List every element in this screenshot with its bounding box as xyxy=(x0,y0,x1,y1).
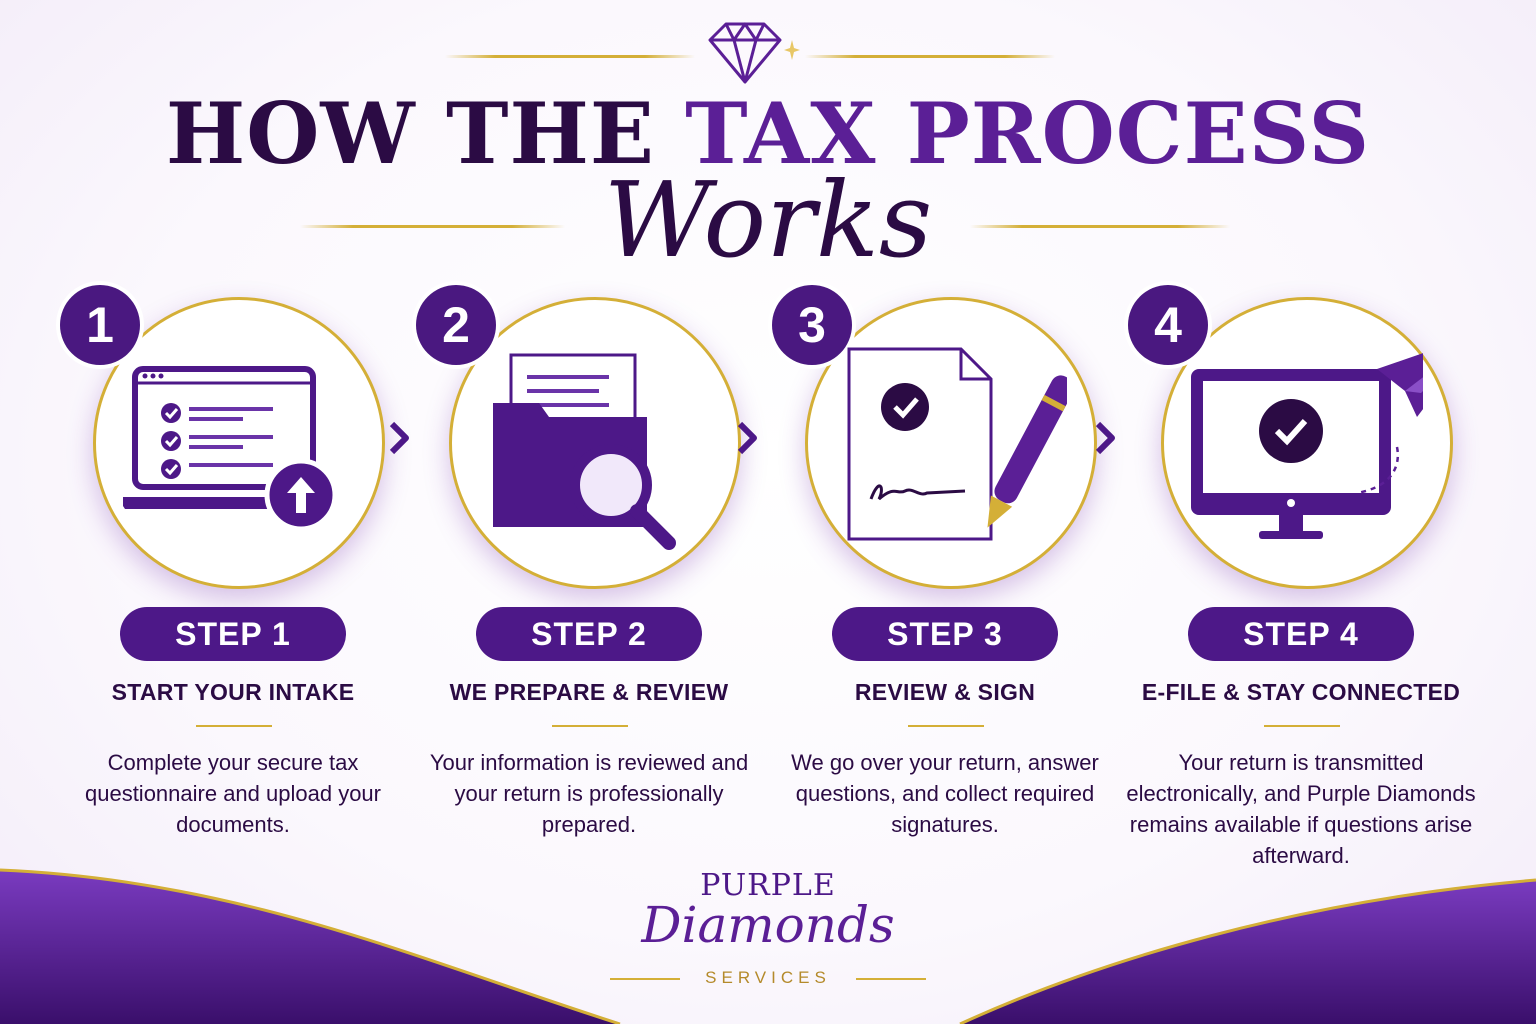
title-part-2: TAX PROCESS xyxy=(685,84,1371,183)
chevron-right-icon xyxy=(737,421,757,455)
step-1-heading: START YOUR INTAKE xyxy=(111,679,355,705)
step-1-underline xyxy=(196,725,272,727)
logo-divider-left xyxy=(610,978,680,980)
step-2-card: 2 STEP 2 WE PREPARE & REVIEW Your inform… xyxy=(416,285,756,925)
step-2-number: 2 xyxy=(416,285,496,365)
step-4-number: 4 xyxy=(1128,285,1208,365)
step-2-description: Your information is reviewed and your re… xyxy=(429,750,749,837)
step-1-ring xyxy=(93,297,385,589)
diamond-icon xyxy=(708,22,800,84)
step-3-badge: STEP 3 xyxy=(832,607,1058,661)
chevron-right-icon xyxy=(1095,421,1115,455)
step-3-heading: REVIEW & SIGN xyxy=(854,679,1036,705)
logo-line-3: SERVICES xyxy=(705,968,831,987)
step-4-card: 4 STEP 4 E-FILE & STAY CONNECTED Your re… xyxy=(1126,285,1476,925)
document-signature-pen-icon xyxy=(847,347,1067,541)
header-line-top-right xyxy=(805,55,1055,58)
step-2-underline xyxy=(552,725,628,727)
step-1-badge: STEP 1 xyxy=(120,607,346,661)
step-4-badge: STEP 4 xyxy=(1188,607,1414,661)
chevron-right-icon xyxy=(389,421,409,455)
step-3-card: 3 STEP 3 REVIEW & SIGN We go over your r… xyxy=(772,285,1112,925)
step-4-heading: E-FILE & STAY CONNECTED xyxy=(1141,679,1461,705)
logo-line-2: Diamonds xyxy=(641,896,895,954)
step-4-description: Your return is transmitted electronicall… xyxy=(1126,750,1476,868)
bottom-wave xyxy=(0,868,1536,1024)
step-1-description: Complete your secure tax questionnaire a… xyxy=(84,750,381,837)
title-script: Works xyxy=(603,159,933,281)
folder-magnifier-icon xyxy=(493,353,676,550)
header-line-right xyxy=(970,225,1230,228)
step-3-number: 3 xyxy=(772,285,852,365)
laptop-checklist-upload-icon xyxy=(123,366,338,532)
page-title: HOW THE TAX PROCESS xyxy=(0,92,1536,176)
header-line-left xyxy=(300,225,565,228)
header-line-top-left xyxy=(445,55,695,58)
step-4-underline xyxy=(1264,725,1340,727)
logo-line-1: PURPLE xyxy=(700,868,836,903)
step-2-heading: WE PREPARE & REVIEW xyxy=(449,679,729,705)
step-3-description: We go over your return, answer questions… xyxy=(791,750,1099,837)
step-1-number: 1 xyxy=(60,285,140,365)
logo-divider-right xyxy=(856,978,926,980)
title-part-1: HOW THE xyxy=(165,84,686,183)
step-1-card: 1 STEP 1 START YOUR INTAKE Complete your… xyxy=(60,285,400,925)
step-2-badge: STEP 2 xyxy=(476,607,702,661)
monitor-check-paper-plane-icon xyxy=(1191,353,1423,539)
brand-logo: PURPLE Diamonds SERVICES xyxy=(600,868,936,998)
step-3-underline xyxy=(908,725,984,727)
